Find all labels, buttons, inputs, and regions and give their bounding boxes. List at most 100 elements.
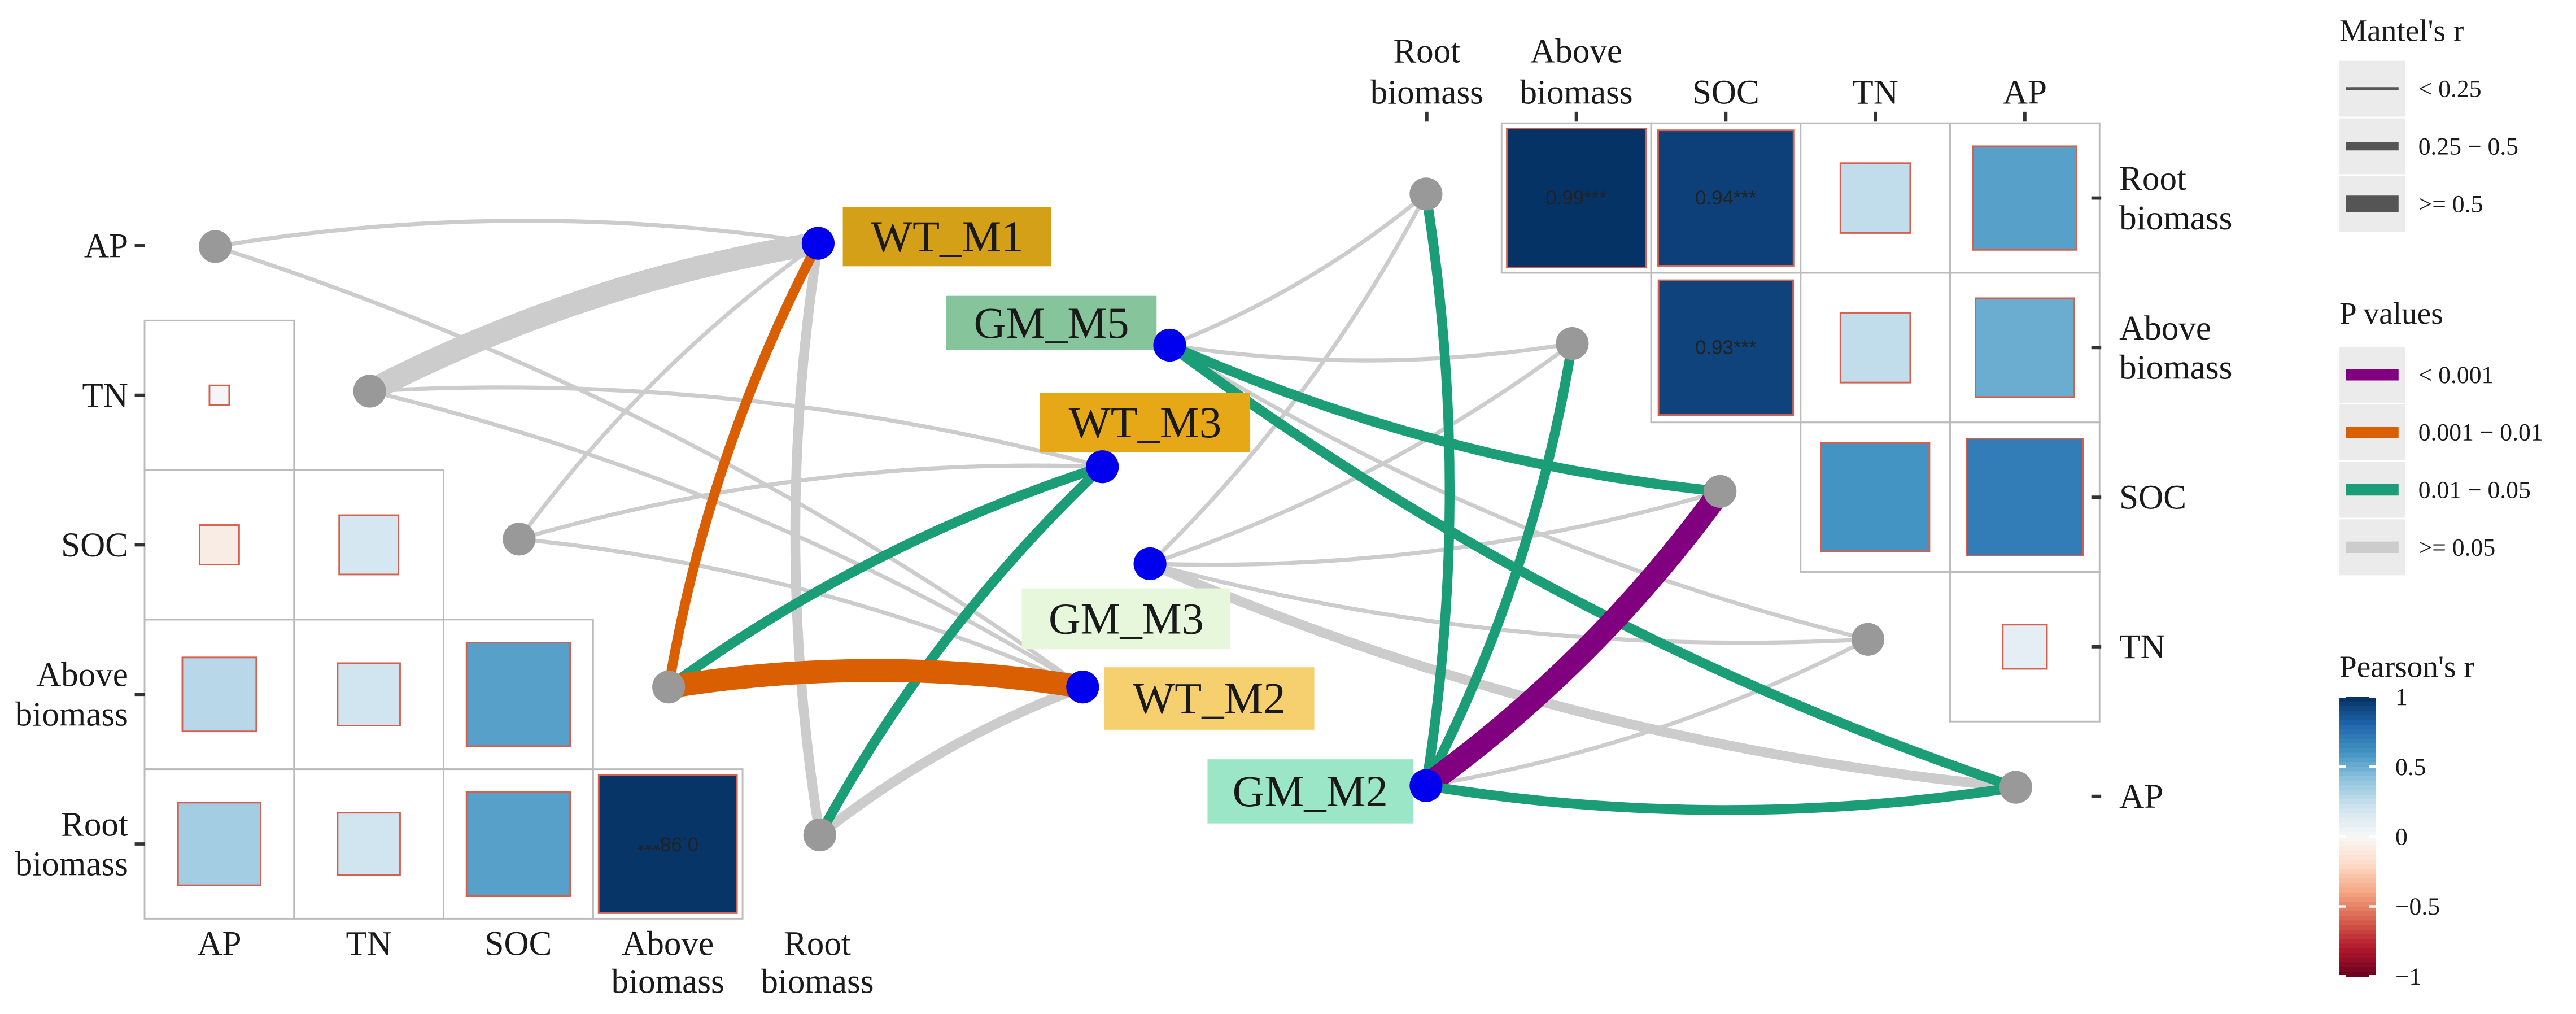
link-gm-m3-soc	[1147, 489, 1722, 567]
colorbar-step	[2339, 939, 2376, 945]
right-cell-above-biomass-tn	[1839, 312, 1911, 384]
colorbar-tick-label-3: −0.5	[2395, 893, 2440, 920]
link-gm-m3-root-biomass	[1147, 192, 1429, 566]
node-label-gm-m2: GM_M2	[1233, 767, 1388, 816]
right-row-label-soc: SOC	[2119, 478, 2186, 516]
link-gm-m2-above-biomass	[1421, 338, 1578, 791]
link-wt-m2-root-biomass	[815, 682, 1088, 840]
left-row-label-ap: AP	[84, 227, 128, 265]
left-row-label-root-biomass: Root	[61, 806, 128, 843]
colorbar-step	[2339, 720, 2376, 726]
colorbar-step	[2339, 902, 2376, 908]
legend-p-label-2: 0.01 − 0.05	[2418, 477, 2531, 504]
colorbar-step	[2339, 971, 2376, 977]
colorbar-step	[2339, 817, 2376, 824]
module-node-gm-m3	[1133, 547, 1167, 581]
colorbar-step	[2339, 706, 2376, 712]
colorbar-step	[2339, 725, 2376, 731]
legend-p-title: P values	[2339, 296, 2443, 330]
left-grid-cell	[592, 768, 744, 920]
env-node-wt-root-biomass	[803, 818, 836, 852]
link-gm-m2-tn	[1424, 637, 1870, 788]
colorbar-step	[2339, 920, 2376, 926]
colorbar-step	[2339, 869, 2376, 875]
left-cell-label: 0.98***	[637, 833, 698, 855]
legend-p-label-0: < 0.001	[2418, 362, 2494, 389]
link-gm-m5-soc	[1164, 340, 1725, 497]
link-wt-m2-above-biomass	[657, 659, 1094, 699]
colorbar-step	[2339, 855, 2376, 861]
link-wt-m3-tn	[367, 385, 1104, 469]
colorbar-step	[2339, 850, 2376, 856]
legend-pearson-title: Pearson's r	[2339, 650, 2474, 684]
colorbar-step	[2339, 771, 2376, 777]
left-cell-above-biomass-soc	[465, 642, 571, 747]
colorbar-step	[2339, 952, 2376, 959]
env-node-gm-tn	[1851, 623, 1885, 656]
env-node-wt-tn	[353, 375, 386, 408]
link-gm-m2-ap	[1421, 780, 2021, 815]
link-wt-m1-ap	[213, 219, 820, 249]
colorbar-step	[2339, 846, 2376, 852]
left-row-label-tn: TN	[82, 377, 128, 415]
colorbar-step	[2339, 934, 2376, 941]
link-gm-m3-above-biomass	[1147, 341, 1574, 566]
right-heatmap: 0.99***0.94***0.93***RootbiomassAbovebio…	[1370, 33, 2233, 816]
colorbar-step	[2339, 962, 2376, 968]
link-wt-m3-root-biomass	[815, 462, 1107, 840]
module-node-wt-m2	[1066, 671, 1099, 704]
colorbar-step	[2339, 701, 2376, 707]
left-row-label-soc: SOC	[61, 526, 128, 564]
env-node-wt-ap	[199, 230, 232, 263]
right-cell-label: 0.99***	[1545, 187, 1607, 209]
colorbar-step	[2339, 929, 2376, 935]
left-col-label-root-biomass: biomass	[761, 963, 874, 1000]
right-row-label-tn: TN	[2119, 628, 2165, 666]
node-label-bg-gm-m3	[1021, 588, 1231, 650]
module-node-gm-m2	[1409, 769, 1443, 802]
left-cell-tn-ap	[208, 384, 230, 406]
colorbar-step	[2339, 780, 2376, 786]
right-cell-root-biomass-soc	[1657, 129, 1795, 267]
right-col-label-ap: AP	[2003, 73, 2047, 111]
link-gm-m5-root-biomass	[1167, 192, 1429, 347]
colorbar-step	[2339, 860, 2376, 866]
colorbar-step	[2339, 794, 2376, 800]
left-row-label-root-biomass: biomass	[15, 845, 128, 883]
colorbar-tick-label-4: −1	[2395, 963, 2421, 990]
right-col-label-root-biomass: biomass	[1370, 73, 1483, 111]
colorbar-step	[2339, 757, 2376, 763]
colorbar-step	[2339, 729, 2376, 736]
colorbar-step	[2339, 892, 2376, 898]
module-node-wt-m3	[1086, 450, 1119, 484]
colorbar-step	[2339, 841, 2376, 847]
colorbar-step	[2339, 958, 2376, 964]
module-node-gm-m5	[1153, 328, 1186, 362]
colorbar-tick-label-0: 1	[2395, 684, 2408, 711]
colorbar-step	[2339, 887, 2376, 894]
right-cell-above-biomass-ap	[1974, 297, 2075, 398]
colorbar-step	[2339, 748, 2376, 754]
node-label-bg-wt-m2	[1104, 667, 1315, 730]
left-col-label-soc: SOC	[485, 925, 552, 963]
colorbar-step	[2339, 808, 2376, 815]
link-gm-m2-soc	[1414, 480, 1732, 798]
link-wt-m1-above-biomass	[663, 238, 823, 692]
colorbar-tick-label-1: 0.5	[2395, 754, 2426, 781]
colorbar-tick-label-2: 0	[2395, 823, 2408, 850]
link-gm-m2-root-biomass	[1421, 189, 1455, 791]
right-cell-above-biomass-soc	[1657, 279, 1795, 416]
env-node-wt-above-biomass	[652, 671, 686, 704]
link-wt-m1-tn	[358, 232, 830, 403]
colorbar-step	[2339, 697, 2376, 703]
colorbar-step	[2339, 948, 2376, 954]
colorbar-step	[2339, 897, 2376, 903]
env-node-gm-above-biomass	[1556, 327, 1589, 360]
colorbar-step	[2339, 711, 2376, 717]
colorbar-step	[2339, 804, 2376, 810]
link-gm-m5-tn	[1167, 343, 1870, 642]
colorbar-step	[2339, 743, 2376, 750]
colorbar-step	[2339, 822, 2376, 829]
right-col-label-above-biomass: Above	[1530, 33, 1622, 71]
link-wt-m3-soc	[517, 463, 1104, 541]
